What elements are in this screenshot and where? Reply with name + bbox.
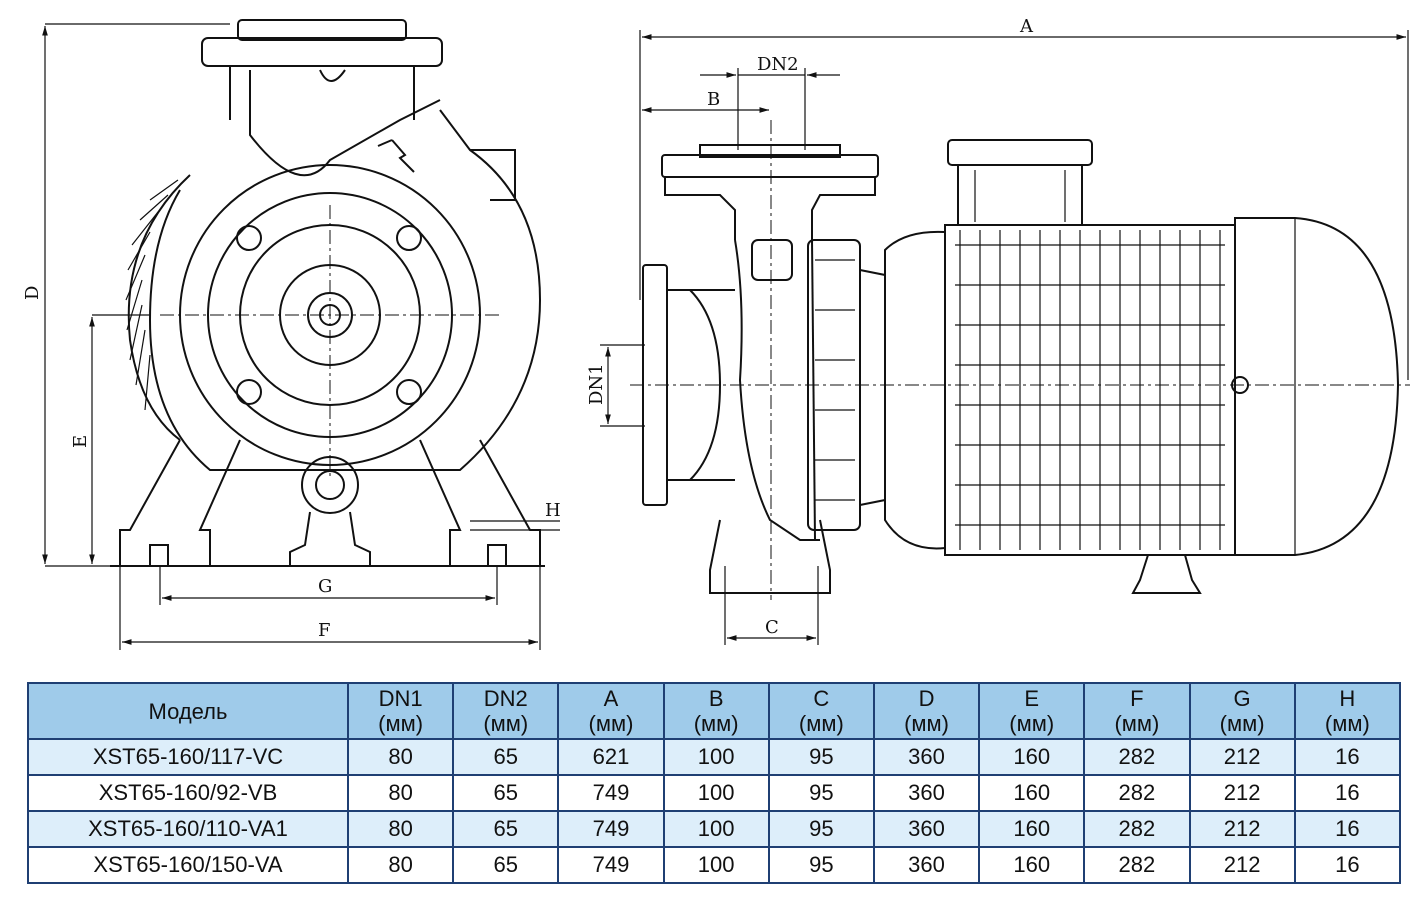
cell-c: 95 (767, 846, 875, 884)
cell-a: 749 (557, 810, 665, 848)
col-header-unit: (мм) (588, 711, 634, 736)
col-header-d: D (мм) (872, 682, 981, 740)
col-header-label: H (1339, 686, 1356, 711)
cell-dn1: 80 (346, 774, 455, 812)
col-header-c: C (мм) (767, 682, 875, 740)
col-header-h: H (мм) (1293, 682, 1402, 740)
dim-label-a: A (1019, 16, 1034, 37)
cell-d: 360 (872, 774, 981, 812)
table-header-row: Модель DN1 (мм) DN2 (мм) A (мм) B (мм) (27, 682, 1402, 740)
dim-label-b: B (707, 89, 720, 110)
cell-h: 16 (1293, 810, 1402, 848)
col-header-label: F (1130, 686, 1144, 711)
cell-g: 212 (1188, 810, 1296, 848)
col-header-label: B (708, 686, 724, 711)
dim-label-e: E (70, 435, 91, 448)
col-header-label: DN2 (483, 686, 528, 711)
col-header-unit: (мм) (378, 711, 424, 736)
cell-dn2: 65 (452, 774, 560, 812)
dim-label-dn2: DN2 (757, 54, 799, 75)
cell-g: 212 (1188, 738, 1296, 776)
spec-table: Модель DN1 (мм) DN2 (мм) A (мм) B (мм) (27, 682, 1402, 884)
cell-dn2: 65 (452, 810, 560, 848)
dim-label-dn1: DN1 (586, 363, 607, 405)
dim-label-c: C (765, 617, 779, 638)
col-header-unit: (мм) (798, 711, 844, 736)
cell-dn1: 80 (346, 846, 455, 884)
dim-label-h: H (545, 500, 561, 521)
cell-a: 749 (557, 774, 665, 812)
table-row: XST65-160/150-VA 80 65 749 100 95 360 16… (27, 846, 1402, 884)
cell-b: 100 (662, 738, 770, 776)
front-dimensions: D E H G F (22, 23, 561, 650)
table-row: XST65-160/110-VA1 80 65 749 100 95 360 1… (27, 810, 1402, 848)
cell-h: 16 (1293, 774, 1402, 812)
cell-d: 360 (872, 738, 981, 776)
cell-h: 16 (1293, 738, 1402, 776)
side-view (630, 120, 1410, 600)
cell-f: 282 (1083, 738, 1191, 776)
col-header-unit: (мм) (1009, 711, 1055, 736)
col-header-unit: (мм) (1114, 711, 1160, 736)
cell-model: XST65-160/92-VB (27, 774, 349, 812)
cell-model: XST65-160/117-VC (27, 738, 349, 776)
cell-model: XST65-160/110-VA1 (27, 810, 349, 848)
pump-drawing: D E H G F (22, 16, 1410, 650)
cell-dn1: 80 (346, 810, 455, 848)
col-header-dn1: DN1 (мм) (346, 682, 455, 740)
dim-label-f: F (318, 620, 331, 641)
col-header-label: G (1233, 686, 1251, 711)
cell-d: 360 (872, 846, 981, 884)
col-header-label: C (813, 686, 830, 711)
cell-g: 212 (1188, 774, 1296, 812)
side-dimensions: A DN2 B DN1 C (586, 16, 1409, 645)
table-row: XST65-160/92-VB 80 65 749 100 95 360 160… (27, 774, 1402, 812)
dim-label-g: G (318, 576, 332, 597)
col-header-label: D (918, 686, 935, 711)
col-header-model: Модель (27, 682, 349, 740)
col-header-unit: (мм) (904, 711, 949, 736)
cell-h: 16 (1293, 846, 1402, 884)
cell-g: 212 (1188, 846, 1296, 884)
col-header-g: G (мм) (1188, 682, 1296, 740)
col-header-f: F (мм) (1083, 682, 1191, 740)
cell-dn1: 80 (346, 738, 455, 776)
cell-f: 282 (1083, 810, 1191, 848)
col-header-label: DN1 (378, 686, 423, 711)
cell-a: 749 (557, 846, 665, 884)
table-row: XST65-160/117-VC 80 65 621 100 95 360 16… (27, 738, 1402, 776)
cell-a: 621 (557, 738, 665, 776)
pump-drawing-svg: D E H G F (22, 16, 1410, 650)
cell-b: 100 (662, 846, 770, 884)
cell-e: 160 (978, 846, 1086, 884)
cell-d: 360 (872, 810, 981, 848)
cell-b: 100 (662, 774, 770, 812)
col-header-unit: (мм) (1324, 711, 1370, 736)
col-header-e: E (мм) (978, 682, 1086, 740)
col-header-b: B (мм) (662, 682, 770, 740)
col-header-unit: (мм) (483, 711, 529, 736)
col-header-a: A (мм) (557, 682, 665, 740)
col-header-unit: (мм) (693, 711, 739, 736)
cell-b: 100 (662, 810, 770, 848)
spec-table-container: Модель DN1 (мм) DN2 (мм) A (мм) B (мм) (27, 682, 1402, 884)
cell-c: 95 (767, 810, 875, 848)
col-header-label: A (603, 686, 619, 711)
cell-c: 95 (767, 738, 875, 776)
dim-label-d: D (22, 286, 43, 300)
cell-e: 160 (978, 774, 1086, 812)
cell-dn2: 65 (452, 738, 560, 776)
cell-e: 160 (978, 738, 1086, 776)
cell-f: 282 (1083, 774, 1191, 812)
cell-c: 95 (767, 774, 875, 812)
cell-e: 160 (978, 810, 1086, 848)
cell-dn2: 65 (452, 846, 560, 884)
cell-f: 282 (1083, 846, 1191, 884)
col-header-label: Модель (148, 698, 228, 724)
col-header-label: E (1024, 686, 1040, 711)
col-header-dn2: DN2 (мм) (452, 682, 560, 740)
col-header-unit: (мм) (1219, 711, 1265, 736)
front-view (110, 19, 545, 567)
cell-model: XST65-160/150-VA (27, 846, 349, 884)
